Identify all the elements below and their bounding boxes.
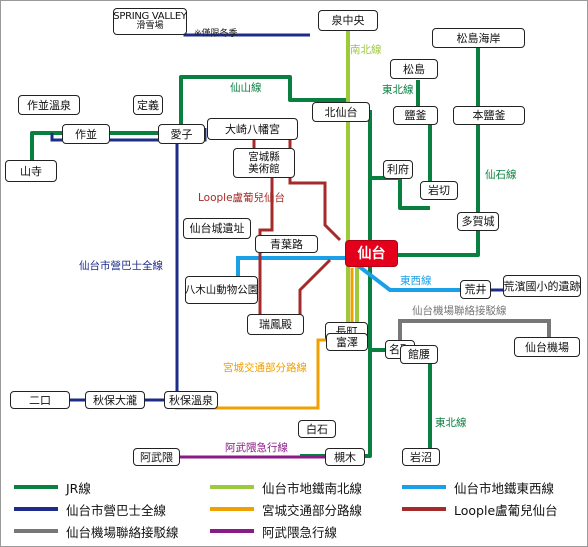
legend-item-tozai: 仙台市地鐵東西線 <box>402 477 554 497</box>
station-matsushima[interactable]: 松島 <box>390 59 438 79</box>
legend-item-miyagi-kotsu: 宮城交通部分路線 <box>210 499 362 519</box>
station-arai[interactable]: 荒井 <box>460 280 491 299</box>
station-akiu-otaki[interactable]: 秋保大瀧 <box>85 391 145 409</box>
station-miyagi-museum-line2: 美術館 <box>248 163 280 175</box>
legend-item-abukuma: 阿武隈急行線 <box>210 521 337 541</box>
label-namboku: 南北線 <box>350 44 382 56</box>
station-sendai-castle[interactable]: 仙台城遺址 <box>183 218 251 239</box>
station-ayashi[interactable]: 愛子 <box>158 124 205 144</box>
legend-label-loople: Loople盧葡兒仙台 <box>454 502 558 518</box>
station-tsukinoki[interactable]: 槻木 <box>325 448 365 466</box>
station-akiu-onsen[interactable]: 秋保溫泉 <box>164 391 218 409</box>
legend-swatch-miyakou <box>14 507 58 511</box>
legend-item-jr: JR線 <box>14 477 91 497</box>
station-spring-valley[interactable]: SPRING VALLEY 滑雪場 <box>113 8 187 35</box>
station-sakunami[interactable]: 作並 <box>62 124 110 144</box>
legend-label-miyakou: 仙台市營巴士全線 <box>66 502 167 518</box>
miyakou-bus-line <box>50 17 508 402</box>
station-sendai-airport[interactable]: 仙台機場 <box>514 337 580 357</box>
legend-label-abukuma: 阿武隈急行線 <box>262 524 338 540</box>
station-osaki-hachimangu[interactable]: 大崎八幡宮 <box>207 118 298 140</box>
station-miyagi-museum-line1: 宮城縣 <box>248 150 280 163</box>
loople-line-path <box>288 140 342 242</box>
legend-item-miyakou: 仙台市營巴士全線 <box>14 499 166 519</box>
legend-label-namboku: 仙台市地鐵南北線 <box>262 480 363 496</box>
legend-swatch-namboku <box>210 485 254 489</box>
miyagi-kotsu-path <box>175 268 354 410</box>
legend-swatch-jr <box>14 485 58 489</box>
note-winter-only: ※僅限冬季 <box>194 29 238 39</box>
legend-swatch-miyagi-kotsu <box>210 507 254 511</box>
legend-label-miyagi-kotsu: 宮城交通部分路線 <box>262 502 363 518</box>
station-jogi[interactable]: 定義 <box>133 95 163 115</box>
station-nikuchi[interactable]: 二口 <box>10 391 70 409</box>
station-iwakiri[interactable]: 岩切 <box>420 181 458 200</box>
station-spring-valley-name: SPRING VALLEY <box>113 10 187 22</box>
label-tozai: 東西線 <box>400 275 432 287</box>
station-spring-valley-sub: 滑雪場 <box>136 21 164 32</box>
station-yamadera[interactable]: 山寺 <box>5 160 57 182</box>
station-kitasendai[interactable]: 北仙台 <box>312 102 370 122</box>
station-shiogama[interactable]: 鹽釜 <box>393 106 438 125</box>
legend-swatch-abukuma <box>210 529 254 533</box>
station-tomizawa[interactable]: 富澤 <box>326 333 368 351</box>
legend-item-loople: Loople盧葡兒仙台 <box>402 499 558 519</box>
station-arahama[interactable]: 荒濱國小的遺跡 <box>503 275 581 297</box>
station-sendai-hub[interactable]: 仙台 <box>345 240 398 267</box>
legend-label-tozai: 仙台市地鐵東西線 <box>454 480 555 496</box>
label-senseki: 仙石線 <box>485 169 517 181</box>
legend-item-namboku: 仙台市地鐵南北線 <box>210 477 362 497</box>
loople-line-east <box>298 258 332 322</box>
jr-tohoku-rifu-line <box>416 80 432 183</box>
miyagi-kotsu-line <box>175 268 354 410</box>
jr-tohoku-main-line <box>300 110 372 458</box>
legend-label-airport: 仙台機場聯絡接駁線 <box>66 524 179 540</box>
label-tohoku-upper: 東北線 <box>382 84 414 96</box>
legend-item-airport: 仙台機場聯絡接駁線 <box>14 521 179 541</box>
station-tatekoshi[interactable]: 館腰 <box>400 345 438 364</box>
airport-line-path <box>398 319 551 340</box>
station-hon-shiogama[interactable]: 本鹽釜 <box>453 106 525 125</box>
legend-swatch-tozai <box>402 485 446 489</box>
station-tagajo[interactable]: 多賀城 <box>457 212 499 231</box>
airport-line <box>398 319 551 340</box>
station-miyagi-museum[interactable]: 宮城縣 美術館 <box>233 148 295 178</box>
label-senzan: 仙山線 <box>230 82 262 94</box>
jr-tohoku-south-line <box>370 348 432 458</box>
station-shiroishi[interactable]: 白石 <box>298 420 336 438</box>
station-rifu[interactable]: 利府 <box>383 160 413 179</box>
station-abukuma[interactable]: 阿武隈 <box>133 448 180 466</box>
legend-label-jr: JR線 <box>66 480 91 496</box>
label-airport: 仙台機場聯絡接駁線 <box>412 305 507 317</box>
jr-senzan-line <box>30 75 348 170</box>
station-izumichuo[interactable]: 泉中央 <box>318 10 378 31</box>
legend-swatch-airport <box>14 529 58 533</box>
station-yagiyama-zoo[interactable]: 八木山動物公園 <box>185 276 258 304</box>
station-zuihoden[interactable]: 瑞鳳殿 <box>247 314 304 335</box>
label-abukuma: 阿武隈急行線 <box>225 442 288 454</box>
station-matsushima-kaigan[interactable]: 松島海岸 <box>432 28 525 48</box>
label-miyagi-kotsu: 宮城交通部分路線 <box>223 362 307 374</box>
station-aobadori[interactable]: 青葉路 <box>255 235 318 253</box>
legend-swatch-loople <box>402 507 446 511</box>
label-loople: Loople盧葡兒仙台 <box>198 192 286 204</box>
station-iwanuma[interactable]: 岩沼 <box>402 448 440 466</box>
label-miyakou: 仙台市營巴士全線 <box>79 260 163 272</box>
label-tohoku-lower: 東北線 <box>435 417 467 429</box>
station-yagiyama-zoo-name: 八木山動物公園 <box>184 283 259 296</box>
station-sakunami-onsen[interactable]: 作並溫泉 <box>18 95 80 115</box>
